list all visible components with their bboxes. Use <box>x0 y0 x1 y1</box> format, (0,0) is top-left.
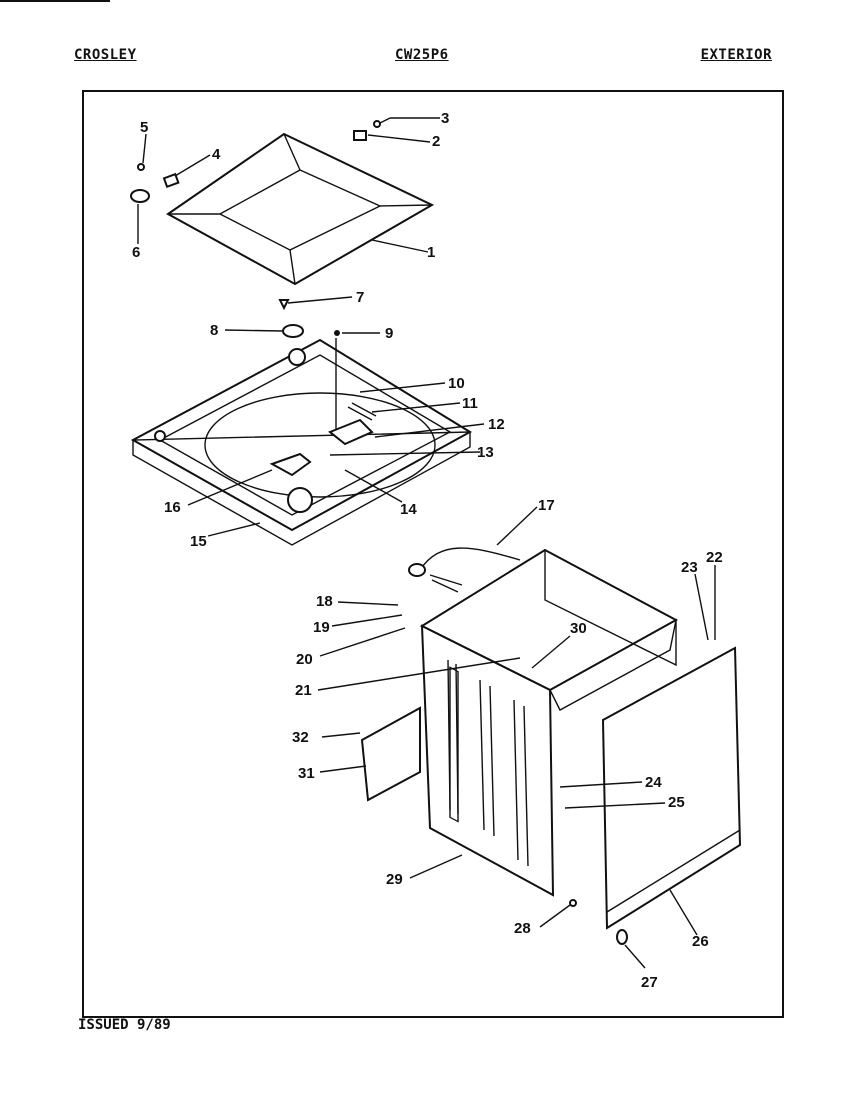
callout-12: 12 <box>488 416 505 433</box>
front-frame-part <box>360 706 421 802</box>
leader-lines <box>137 117 716 969</box>
section-title: EXTERIOR <box>700 47 772 63</box>
callout-16: 16 <box>164 499 181 516</box>
callout-25: 25 <box>668 794 685 811</box>
callout-21: 21 <box>295 682 312 699</box>
callout-31: 31 <box>298 765 315 782</box>
callout-8: 8 <box>210 322 218 339</box>
top-cover-part <box>130 338 472 546</box>
callout-15: 15 <box>190 533 207 550</box>
callout-9: 9 <box>385 325 393 342</box>
callout-7: 7 <box>356 289 364 306</box>
callout-3: 3 <box>441 110 449 127</box>
callout-4: 4 <box>212 146 221 163</box>
callout-1: 1 <box>427 244 435 261</box>
brand-label: CROSLEY <box>74 47 137 63</box>
top-rule <box>0 0 110 2</box>
callout-28: 28 <box>514 920 531 937</box>
model-number: CW25P6 <box>395 47 449 63</box>
callout-29: 29 <box>386 871 403 888</box>
callout-30: 30 <box>570 620 587 637</box>
callout-6: 6 <box>132 244 140 261</box>
side-panel-part <box>601 646 742 930</box>
callout-26: 26 <box>692 933 709 950</box>
callout-27: 27 <box>641 974 658 991</box>
callout-5: 5 <box>140 119 148 136</box>
callout-14: 14 <box>400 501 417 518</box>
callout-18: 18 <box>316 593 333 610</box>
callout-17: 17 <box>538 497 555 514</box>
power-cord-part <box>408 547 521 593</box>
lid-hinge-hardware <box>130 117 391 338</box>
callout-labels: 1 2 3 4 5 6 7 8 9 10 11 12 13 14 15 16 1… <box>132 110 723 991</box>
callout-19: 19 <box>313 619 330 636</box>
callout-13: 13 <box>477 444 494 461</box>
callout-20: 20 <box>296 651 313 668</box>
callout-2: 2 <box>432 133 440 150</box>
lid-part <box>166 132 435 286</box>
callout-22: 22 <box>706 549 723 566</box>
callout-10: 10 <box>448 375 465 392</box>
callout-23: 23 <box>681 559 698 576</box>
issued-date: ISSUED 9/89 <box>78 1017 171 1033</box>
diagram-frame <box>82 90 784 1018</box>
callout-24: 24 <box>645 774 662 791</box>
cabinet-part <box>419 548 679 897</box>
callout-11: 11 <box>462 395 478 412</box>
callout-32: 32 <box>292 729 309 746</box>
